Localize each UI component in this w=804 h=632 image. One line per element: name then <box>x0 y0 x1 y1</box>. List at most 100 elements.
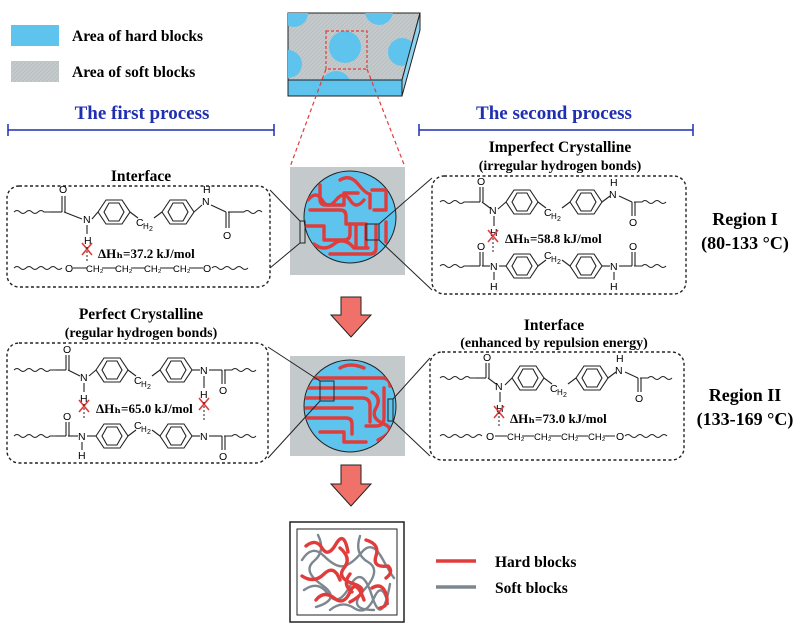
svg-text:H: H <box>490 281 498 293</box>
region-1-range: (80-133 °C) <box>701 233 789 254</box>
svg-text:2: 2 <box>557 216 561 223</box>
svg-text:H: H <box>551 255 557 264</box>
hard-area-label: Area of hard blocks <box>72 28 203 45</box>
svg-text:C: C <box>136 217 144 229</box>
svg-text:C: C <box>134 375 142 387</box>
svg-text:N: N <box>78 431 86 443</box>
svg-text:H: H <box>141 425 147 434</box>
first-process-header: The first process <box>7 103 275 136</box>
svg-text:H: H <box>551 212 557 221</box>
svg-text:N: N <box>609 189 617 201</box>
svg-text:H: H <box>78 450 86 462</box>
material-slab <box>287 12 421 168</box>
svg-text:O: O <box>63 344 71 356</box>
svg-text:N: N <box>202 196 210 208</box>
perfect-enthalpy: ΔHₕ=65.0 kJ/mol <box>96 401 193 416</box>
down-arrow-2 <box>329 464 373 507</box>
svg-text:H: H <box>143 222 149 231</box>
svg-text:N: N <box>489 205 497 217</box>
svg-text:N: N <box>83 214 91 226</box>
interface-2-subtitle: (enhanced by repulsion energy) <box>460 336 648 351</box>
svg-text:H: H <box>610 281 618 293</box>
svg-text:N: N <box>495 381 503 393</box>
interface-box-first: Interface O N H C H 2 N H O ΔHₕ=37.2 kJ/… <box>6 168 271 288</box>
imperfect-subtitle: (irregular hydrogen bonds) <box>479 159 642 174</box>
interface-box-second: Interface (enhanced by repulsion energy)… <box>429 317 685 461</box>
svg-text:O: O <box>219 385 227 397</box>
svg-text:2: 2 <box>149 226 153 233</box>
svg-text:N: N <box>200 365 208 377</box>
svg-text:N: N <box>615 365 623 377</box>
svg-text:O: O <box>59 184 67 196</box>
domain-square-2 <box>290 356 405 456</box>
interface-1-title: Interface <box>111 168 171 185</box>
svg-text:H: H <box>80 393 88 405</box>
svg-text:CH₂: CH₂ <box>115 264 133 275</box>
svg-text:H: H <box>616 353 624 365</box>
svg-text:O: O <box>219 451 227 463</box>
down-arrow-1 <box>329 296 373 338</box>
legend-top: Area of hard blocks Area of soft blocks <box>11 25 203 82</box>
first-process-title: The first process <box>75 103 210 124</box>
svg-text:O: O <box>477 176 485 188</box>
svg-text:O: O <box>223 230 231 242</box>
svg-text:C: C <box>134 420 142 432</box>
hard-blocks-label: Hard blocks <box>495 554 576 571</box>
svg-text:C: C <box>550 383 558 395</box>
svg-text:N: N <box>490 261 498 273</box>
region-1-name: Region I <box>712 209 778 229</box>
soft-area-label: Area of soft blocks <box>72 64 195 81</box>
svg-text:N: N <box>610 261 618 273</box>
svg-text:CH₂: CH₂ <box>144 264 162 275</box>
imperfect-title: Imperfect Crystalline <box>489 139 632 156</box>
svg-text:CH₂: CH₂ <box>561 432 579 443</box>
svg-text:H: H <box>557 388 563 397</box>
svg-text:H: H <box>610 177 618 189</box>
svg-text:O: O <box>629 217 637 229</box>
svg-text:H: H <box>490 227 498 239</box>
svg-text:2: 2 <box>557 259 561 266</box>
region-2-name: Region II <box>709 385 782 405</box>
imperfect-enthalpy: ΔHₕ=58.8 kJ/mol <box>505 231 602 246</box>
svg-text:N: N <box>200 431 208 443</box>
soft-area-swatch <box>11 61 59 82</box>
hard-area-swatch <box>11 25 59 46</box>
perfect-title: Perfect Crystalline <box>79 306 203 323</box>
svg-text:2: 2 <box>147 429 151 436</box>
svg-text:H: H <box>141 380 147 389</box>
svg-text:CH₂: CH₂ <box>534 432 552 443</box>
svg-text:O: O <box>477 241 485 253</box>
svg-text:CH₂: CH₂ <box>173 264 191 275</box>
soft-blocks-label: Soft blocks <box>495 580 568 597</box>
svg-text:O: O <box>65 263 73 275</box>
imperfect-crystalline-box: Imperfect Crystalline (irregular hydroge… <box>431 139 687 295</box>
svg-text:O: O <box>616 431 624 443</box>
svg-text:H: H <box>84 235 92 247</box>
svg-text:H: H <box>496 403 504 415</box>
svg-text:N: N <box>80 372 88 384</box>
svg-text:CH₂: CH₂ <box>507 432 525 443</box>
second-process-title: The second process <box>476 103 632 124</box>
svg-text:CH₂: CH₂ <box>86 264 104 275</box>
svg-text:H: H <box>200 389 208 401</box>
svg-text:O: O <box>203 263 211 275</box>
interface-2-enthalpy: ΔHₕ=73.0 kJ/mol <box>510 411 607 426</box>
legend-bottom: Hard blocks Soft blocks <box>436 554 576 597</box>
perfect-crystalline-box: Perfect Crystalline (regular hydrogen bo… <box>6 306 269 464</box>
interface-2-title: Interface <box>524 317 584 334</box>
svg-text:2: 2 <box>563 392 567 399</box>
svg-text:O: O <box>635 393 643 405</box>
domain-square-1 <box>290 167 405 275</box>
svg-text:CH₂: CH₂ <box>588 432 606 443</box>
disordered-blocks-box <box>289 521 405 623</box>
svg-text:O: O <box>629 241 637 253</box>
perfect-subtitle: (regular hydrogen bonds) <box>65 326 218 341</box>
svg-text:C: C <box>544 207 552 219</box>
svg-text:O: O <box>63 411 71 423</box>
second-process-header: The second process <box>418 103 694 136</box>
region-2-range: (133-169 °C) <box>697 409 794 430</box>
svg-text:C: C <box>544 250 552 262</box>
svg-text:H: H <box>203 184 211 196</box>
